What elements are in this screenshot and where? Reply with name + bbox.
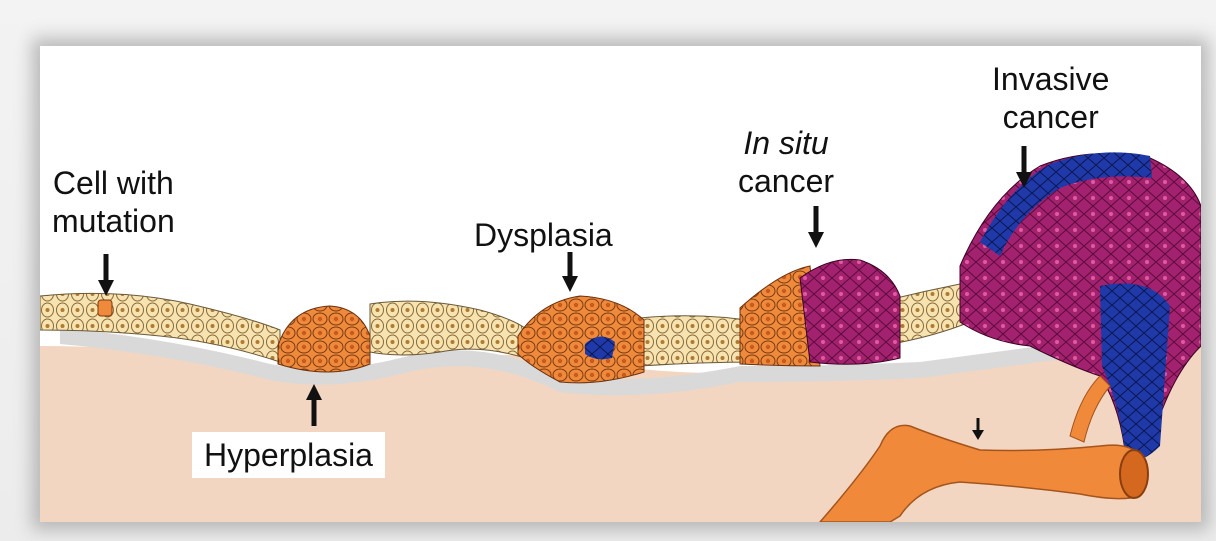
normal-epithelium-2 [370,301,525,358]
vessel-opening [1120,450,1148,498]
arrow-in-situ-cancer [808,206,824,248]
label-invasive-line1: Invasive [992,60,1109,98]
mutated-cell [98,300,112,316]
diagram-panel: Cell with mutation Dysplasia In situ can… [40,46,1201,522]
label-hyperplasia: Hyperplasia [192,432,385,478]
label-dysplasia-text: Dysplasia [474,216,613,254]
arrow-cell-with-mutation [98,254,114,296]
label-cell-with-mutation: Cell with mutation [52,164,175,240]
label-cell-with-mutation-line2: mutation [52,202,175,240]
label-cell-with-mutation-line1: Cell with [52,164,175,202]
label-in-situ-cancer: In situ cancer [738,124,834,200]
in-situ-cancer-mass [800,259,900,364]
label-invasive-cancer: Invasive cancer [992,60,1109,136]
label-in-situ-line1: In situ [738,124,834,162]
arrow-dysplasia [562,252,578,292]
label-in-situ-line2: cancer [738,162,834,200]
label-dysplasia: Dysplasia [474,216,613,254]
hyperplasia-mound [278,306,370,372]
label-invasive-line2: cancer [992,98,1109,136]
